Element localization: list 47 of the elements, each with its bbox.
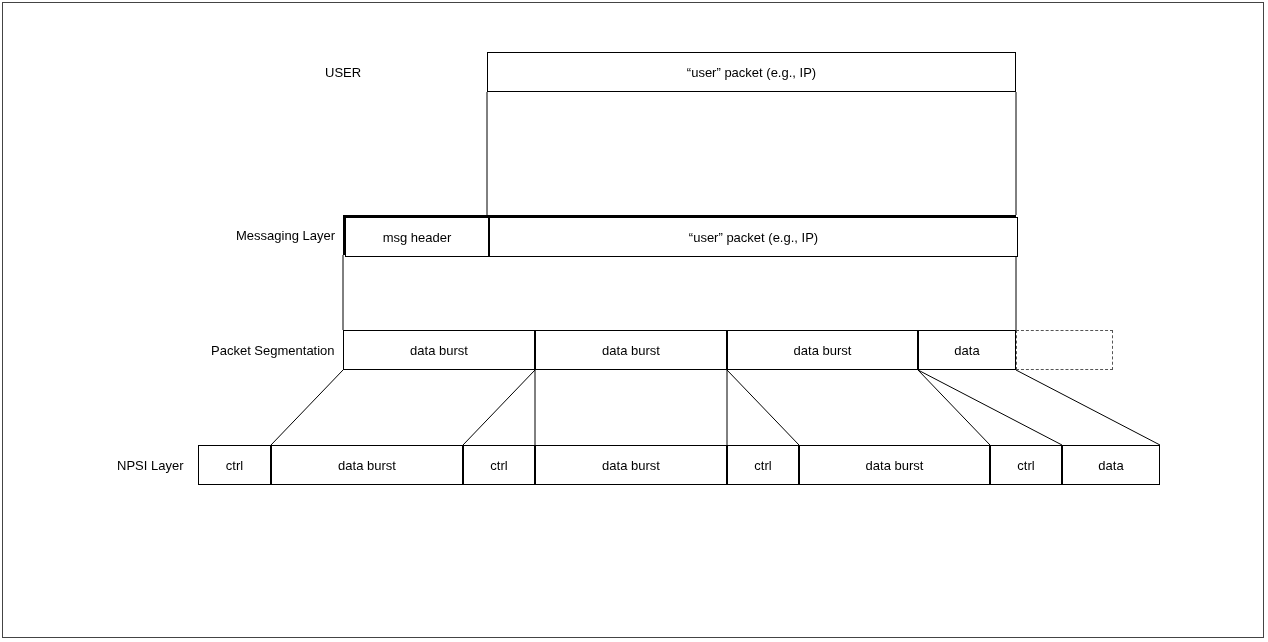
- field-text: data burst: [338, 457, 396, 473]
- packet-field: [918, 330, 1016, 370]
- packet-field: [1062, 445, 1160, 485]
- packet-field: [271, 445, 463, 485]
- field-text: msg header: [382, 229, 452, 245]
- outline-box: [1016, 330, 1113, 370]
- packet-field: [535, 445, 727, 485]
- connector-line: [270, 369, 344, 446]
- field-text: data: [954, 342, 980, 358]
- row-label: NPSI Layer: [117, 457, 184, 473]
- packet-field: [727, 445, 799, 485]
- field-text: data burst: [865, 457, 924, 473]
- connector-line: [486, 91, 488, 216]
- packet-field: [489, 217, 1018, 257]
- packet-field: [799, 445, 990, 485]
- connector-line: [726, 369, 800, 446]
- packet-field: [345, 217, 489, 257]
- field-text: data burst: [602, 342, 660, 358]
- row-label: Packet Segmentation: [211, 342, 335, 358]
- outline-box: [343, 215, 1016, 255]
- connector-line: [534, 369, 536, 446]
- packet-field: [198, 445, 271, 485]
- field-text: “user” packet (e.g., IP): [688, 229, 819, 245]
- connector-line: [726, 369, 728, 446]
- connector-line: [917, 369, 991, 446]
- packet-field: [487, 52, 1016, 92]
- field-text: ctrl: [754, 457, 772, 473]
- field-text: ctrl: [490, 457, 508, 473]
- packet-field: [535, 330, 727, 370]
- packet-field: [343, 330, 535, 370]
- connector-line: [1015, 369, 1161, 446]
- row-label: Messaging Layer: [236, 227, 335, 243]
- connector-line: [917, 369, 1063, 446]
- row-label: USER: [325, 64, 362, 80]
- field-text: ctrl: [225, 457, 244, 473]
- field-text: data burst: [410, 342, 468, 358]
- connector-line: [342, 254, 344, 331]
- field-text: data burst: [602, 457, 660, 473]
- field-text: data: [1098, 457, 1124, 473]
- packet-field: [463, 445, 535, 485]
- packet-field: [990, 445, 1062, 485]
- field-text: “user” packet (e.g., IP): [686, 64, 817, 80]
- field-text: ctrl: [1017, 457, 1035, 473]
- field-text: data burst: [793, 342, 852, 358]
- connector-line: [1015, 91, 1017, 216]
- connector-line: [462, 369, 536, 446]
- packet-field: [727, 330, 918, 370]
